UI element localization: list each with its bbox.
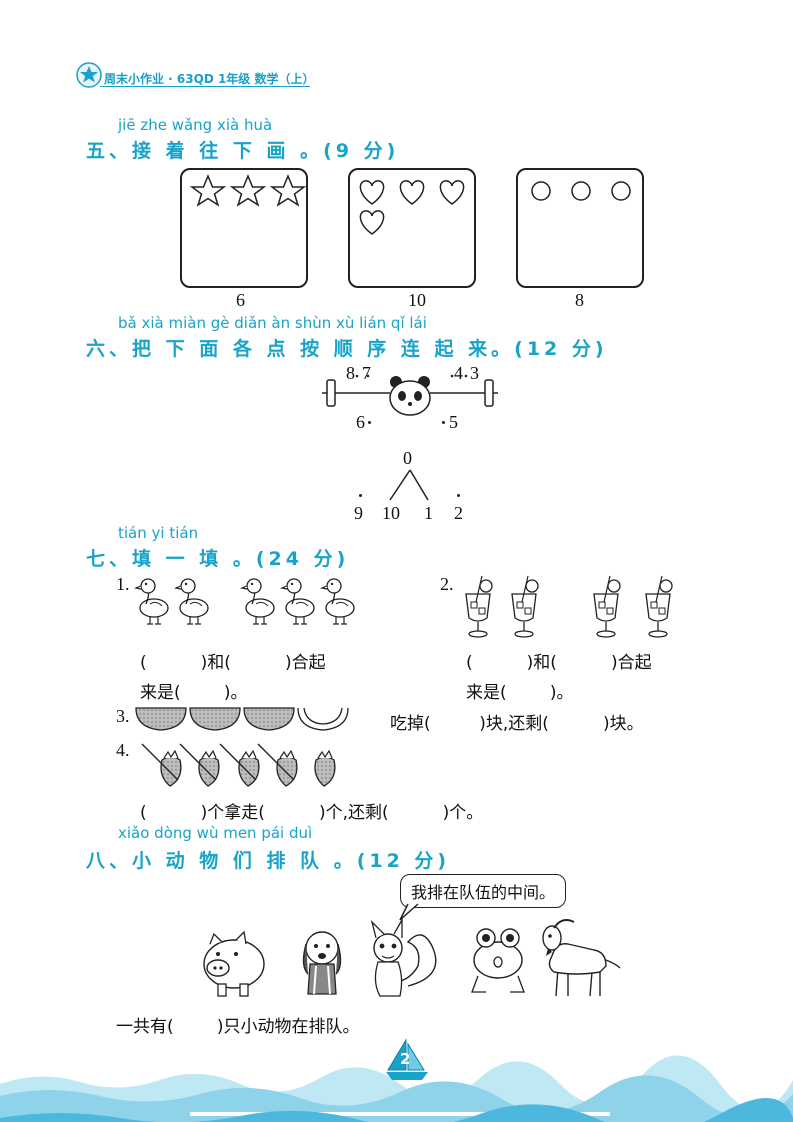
dot-5 <box>442 421 445 424</box>
footer-waves <box>0 1055 793 1122</box>
squirrel-icon <box>370 917 437 997</box>
drink-icon <box>593 575 621 638</box>
q1-number: 1. <box>116 574 130 594</box>
circle-icon <box>571 181 591 201</box>
heart-icon <box>439 180 465 205</box>
circle-icons <box>531 181 631 201</box>
dot-label-1: 1 <box>424 503 433 523</box>
dot-label-3: 3 <box>470 363 479 383</box>
q2-number: 2. <box>440 574 454 594</box>
dot-2 <box>457 494 460 497</box>
page-number: 2 <box>400 1050 411 1068</box>
duck-icon <box>175 578 209 625</box>
strawberries-figure <box>141 743 336 787</box>
heart-icon <box>399 180 425 205</box>
strawberry-icon <box>238 750 260 787</box>
dot-label-0: 0 <box>403 448 412 468</box>
circle-icon <box>531 181 551 201</box>
dot-6 <box>368 421 371 424</box>
ducks-figure <box>135 578 355 625</box>
q4-number: 4. <box>116 740 130 760</box>
q3-number: 3. <box>116 706 130 726</box>
drink-icon <box>465 575 493 638</box>
star-icons <box>189 174 307 207</box>
duck-icon <box>281 578 315 625</box>
section6-pinyin: bǎ xià miàn gè diǎn àn shùn xù lián qǐ l… <box>118 314 427 332</box>
q3-text: 吃掉( )块,还剩( )块。 <box>390 714 644 734</box>
section5-pinyin: jiē zhe wǎng xià huà <box>118 116 273 134</box>
dot-label-10: 10 <box>382 503 400 523</box>
duck-icon <box>321 578 355 625</box>
duck-icon <box>135 578 169 625</box>
frog-icon <box>471 928 525 993</box>
section6-title: 六、把 下 面 各 点 按 顺 序 连 起 来。(12 分) <box>86 338 608 360</box>
drinks-figure <box>465 575 673 638</box>
boat-icon <box>386 1038 428 1080</box>
header-logo <box>76 62 316 90</box>
star-icon <box>189 174 227 207</box>
section7-title: 七、填 一 填 。(24 分) <box>86 548 350 570</box>
section8-answer: 一共有( )只小动物在排队。 <box>116 1017 360 1037</box>
strawberry-icon <box>160 750 182 787</box>
header-title: 周末小作业 · 63QD 1年级 数学（上） <box>104 72 315 86</box>
section8-title: 八、小 动 物 们 排 队 。(12 分) <box>86 850 451 872</box>
q4-text: ( )个拿走( )个,还剩( )个。 <box>140 803 484 823</box>
barbell-panda-figure <box>322 374 498 416</box>
header-divider <box>100 86 310 87</box>
watermelon-figure <box>135 707 349 731</box>
tree-lines <box>389 469 429 501</box>
dog-icon <box>302 931 342 995</box>
heart-icon <box>359 180 385 205</box>
heart-icons <box>359 180 465 235</box>
drink-icon <box>645 575 673 638</box>
circle-icon <box>611 181 631 201</box>
duck-icon <box>241 578 275 625</box>
speech-tail <box>399 903 419 921</box>
heart-icon <box>359 210 385 235</box>
section8-pinyin: xiǎo dòng wù men pái duì <box>118 824 313 842</box>
watermelon-rind-icon <box>297 707 349 731</box>
star-icon <box>269 174 307 207</box>
heart-box-label: 10 <box>408 290 426 310</box>
dot-label-4: 4 <box>454 363 463 383</box>
cross-out-line <box>257 743 295 781</box>
drink-icon <box>511 575 539 638</box>
pig-icon <box>203 930 265 997</box>
cross-out-line <box>219 743 257 781</box>
watermelon-slice-icon <box>243 707 295 731</box>
dot-label-9: 9 <box>354 503 363 523</box>
cross-out-line <box>179 743 217 781</box>
circle-box-label: 8 <box>575 290 584 310</box>
dot-label-7: 7 <box>362 363 371 383</box>
q2-line2: 来是( )。 <box>466 683 574 703</box>
dot-label-5: 5 <box>449 412 458 432</box>
section5-title: 五、接 着 往 下 画 。(9 分) <box>86 140 400 162</box>
dot-label-2: 2 <box>454 503 463 523</box>
watermelon-slice-icon <box>135 707 187 731</box>
section7-pinyin: tián yi tián <box>118 524 199 542</box>
animals-figure <box>203 917 621 997</box>
strawberry-icon <box>276 750 298 787</box>
q1-line2: 来是( )。 <box>140 683 248 703</box>
dot-label-6: 6 <box>356 412 365 432</box>
star-box-label: 6 <box>236 290 245 310</box>
q1-line1: ( )和( )合起 <box>140 653 326 673</box>
circle-box <box>516 168 644 288</box>
panda-icon <box>389 376 431 416</box>
logo-icon <box>76 62 102 88</box>
star-box <box>180 168 308 288</box>
speech-bubble: 我排在队伍的中间。 <box>400 874 567 908</box>
strawberry-icon <box>314 750 336 787</box>
dot-9 <box>359 494 362 497</box>
goat-icon <box>542 919 621 997</box>
watermelon-slice-icon <box>189 707 241 731</box>
heart-box <box>348 168 476 288</box>
cross-out-line <box>141 743 179 781</box>
strawberry-icon <box>198 750 220 787</box>
q2-line1: ( )和( )合起 <box>466 653 652 673</box>
dot-label-8: 8 <box>346 363 355 383</box>
star-icon <box>229 174 267 207</box>
